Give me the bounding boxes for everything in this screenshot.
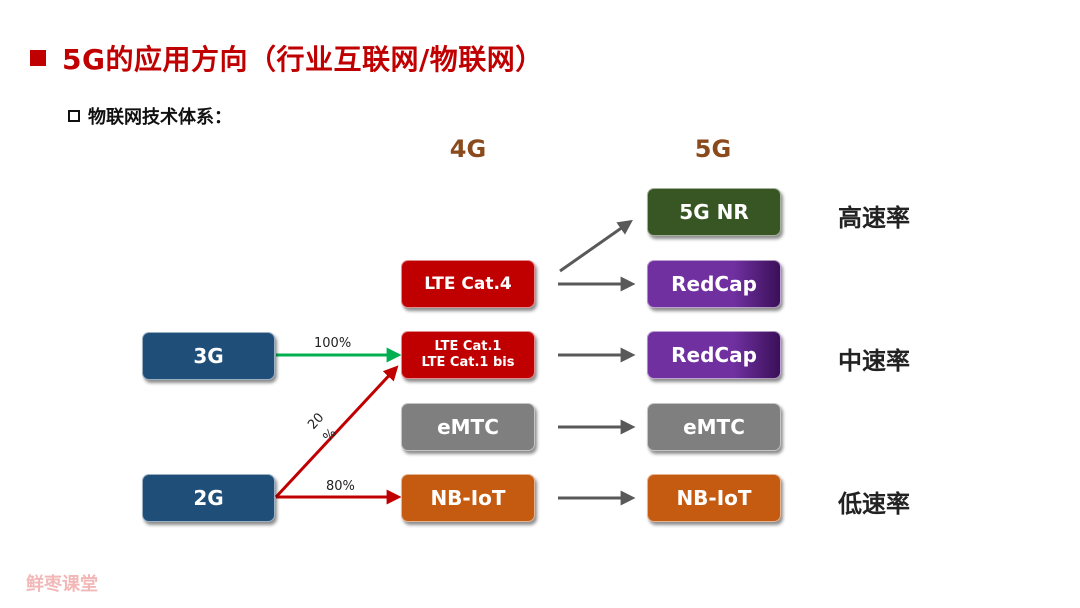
box-5g-nbiot: NB-IoT: [647, 474, 781, 522]
box-5g-emtc: eMTC: [647, 403, 781, 451]
subtitle-row: 物联网技术体系：: [68, 103, 232, 129]
rate-label-high: 高速率: [838, 204, 910, 232]
label-100-percent: 100%: [314, 336, 352, 351]
box-lte-cat1: LTE Cat.1 LTE Cat.1 bis: [401, 331, 535, 379]
box-redcap-high: RedCap: [647, 260, 781, 308]
box-lte-cat4: LTE Cat.4: [401, 260, 535, 308]
box-5g-nr: 5G NR: [647, 188, 781, 236]
box-2g: 2G: [142, 474, 275, 522]
box-3g: 3G: [142, 332, 275, 380]
subtitle: 物联网技术体系：: [88, 107, 232, 128]
title-row: 5G的应用方向（行业互联网/物联网）: [30, 38, 544, 78]
arrow-cat4-to-5gnr: [559, 219, 633, 273]
rate-label-mid: 中速率: [838, 347, 910, 375]
title-bullet-icon: [30, 50, 46, 66]
box-4g-nbiot: NB-IoT: [401, 474, 535, 522]
checkbox-bullet-icon: [68, 110, 80, 122]
rate-label-low: 低速率: [838, 490, 910, 518]
box-4g-emtc: eMTC: [401, 403, 535, 451]
watermark: 鲜枣课堂: [26, 574, 98, 595]
page-title: 5G的应用方向（行业互联网/物联网）: [62, 43, 544, 76]
arrow-2g-to-cat1: [274, 365, 399, 499]
box-lte-cat1-line2: LTE Cat.1 bis: [421, 355, 515, 370]
label-80-percent: 80%: [326, 479, 355, 494]
box-lte-cat1-line1: LTE Cat.1: [434, 339, 502, 354]
box-redcap-mid: RedCap: [647, 331, 781, 379]
column-header-5g: 5G: [694, 135, 732, 163]
column-header-4g: 4G: [449, 135, 487, 163]
